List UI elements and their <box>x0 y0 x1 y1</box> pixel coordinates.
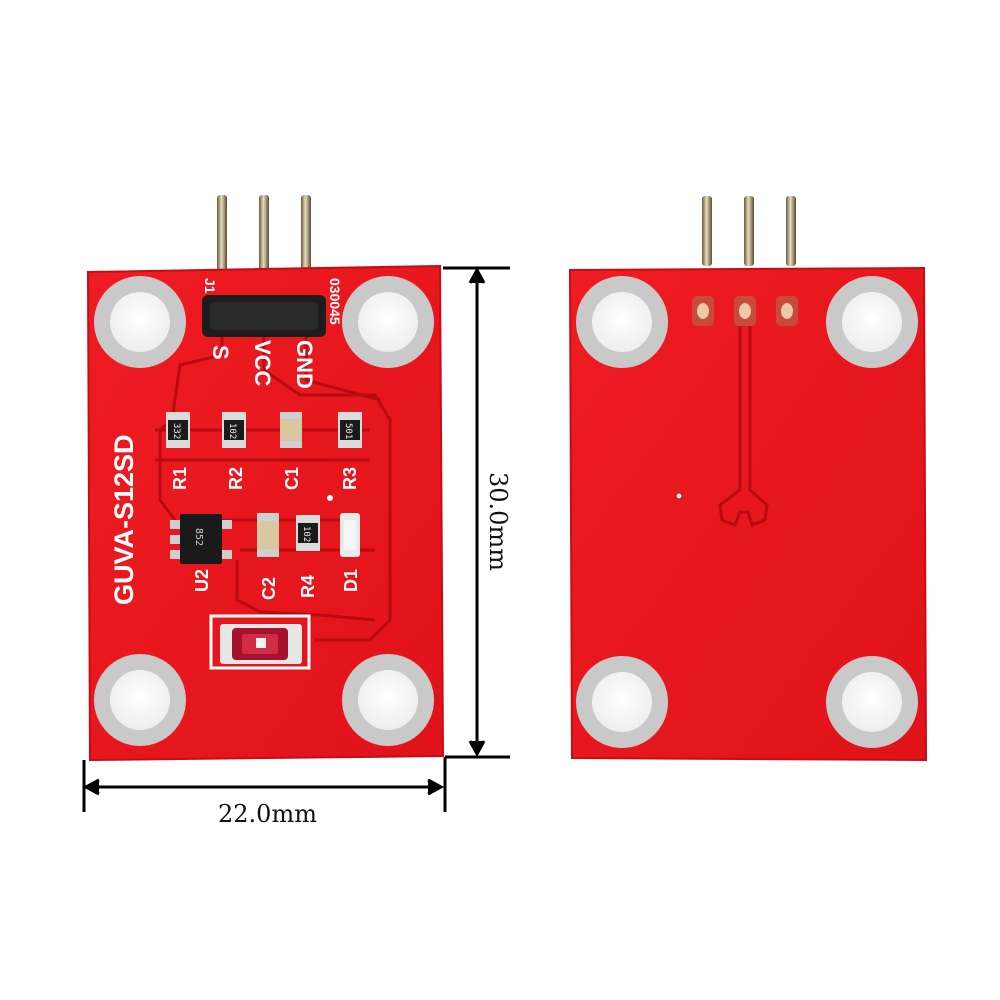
back-header-pins <box>702 196 796 266</box>
dimension-height <box>443 266 510 812</box>
pin-label-gnd: GND <box>292 340 317 389</box>
board-title: GUVA-S12SD <box>109 434 139 605</box>
front-mounting-hole-bl <box>94 654 186 746</box>
svg-text:332: 332 <box>171 423 181 439</box>
component-r3: 501 R3 <box>338 412 362 490</box>
svg-text:C1: C1 <box>282 467 302 490</box>
dimension-width <box>82 760 445 812</box>
component-c1: C1 <box>280 412 302 490</box>
component-d1: D1 <box>340 513 361 592</box>
component-r4: 102 R4 <box>296 515 320 598</box>
header-code-text: 030045 <box>327 278 343 325</box>
back-board <box>568 196 928 762</box>
front-mounting-hole-tl <box>94 276 186 368</box>
back-mounting-hole-br <box>826 656 918 748</box>
pin-label-s: S <box>208 345 233 360</box>
back-mounting-hole-tl <box>576 276 668 368</box>
component-u2: 852 U2 <box>170 514 232 592</box>
component-r2: 102 R2 <box>222 412 246 490</box>
uv-sensor <box>209 614 311 670</box>
front-board: 030045 J1 S VCC GND GUVA-S12SD 332 R1 10… <box>86 195 445 762</box>
height-label: 30.0mm <box>484 472 512 571</box>
back-mounting-hole-bl <box>576 656 668 748</box>
component-c2: C2 <box>257 513 279 600</box>
svg-text:102: 102 <box>301 526 311 542</box>
svg-text:U2: U2 <box>192 569 212 592</box>
svg-text:501: 501 <box>343 423 353 439</box>
header-ref-text: J1 <box>202 278 218 294</box>
back-mounting-hole-tr <box>826 276 918 368</box>
svg-text:R1: R1 <box>170 467 190 490</box>
back-trace <box>718 326 769 527</box>
svg-text:852: 852 <box>193 528 204 546</box>
front-mounting-hole-tr <box>342 276 434 368</box>
svg-text:R3: R3 <box>340 467 360 490</box>
pin-label-vcc: VCC <box>250 340 275 387</box>
svg-text:R4: R4 <box>298 575 318 598</box>
front-mounting-hole-br <box>342 654 434 746</box>
width-label: 22.0mm <box>218 800 317 828</box>
svg-text:102: 102 <box>227 423 237 439</box>
component-r1: 332 R1 <box>166 412 190 490</box>
svg-text:C2: C2 <box>259 577 279 600</box>
back-solder-pads <box>692 296 798 326</box>
svg-text:D1: D1 <box>341 569 361 592</box>
svg-text:R2: R2 <box>226 467 246 490</box>
